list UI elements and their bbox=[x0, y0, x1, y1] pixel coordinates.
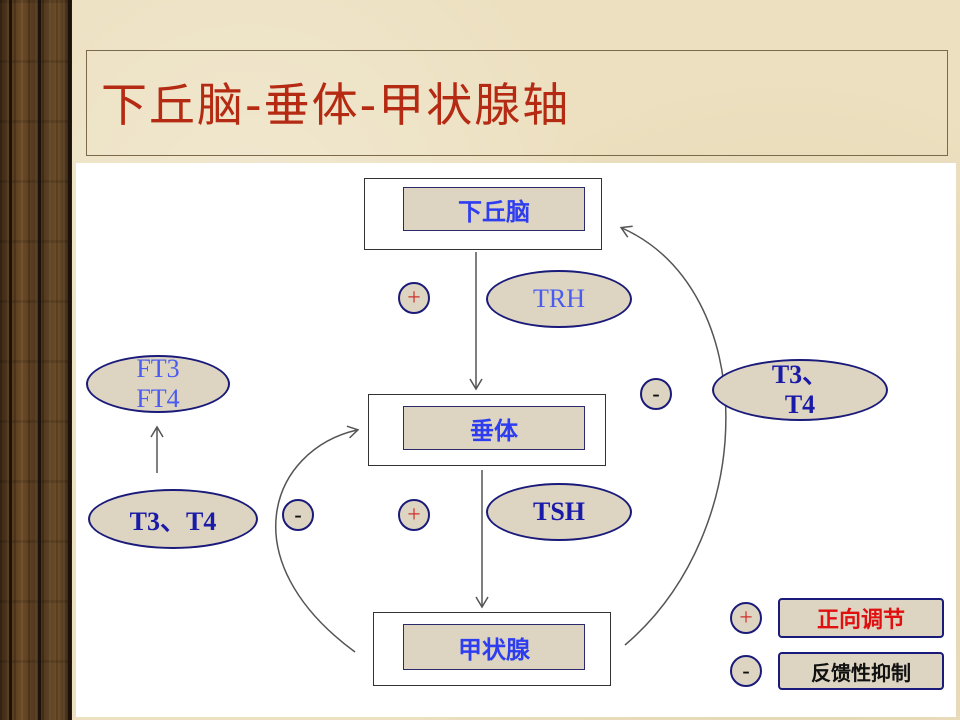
minus-sign-right: - bbox=[640, 378, 672, 410]
legend-negative: 反馈性抑制 bbox=[778, 652, 944, 690]
title-box: 下丘脑-垂体-甲状腺轴 bbox=[86, 50, 948, 156]
feedback-curve-left bbox=[274, 425, 360, 653]
feedback-curve-right bbox=[619, 225, 727, 646]
legend-positive-label: 正向调节 bbox=[816, 608, 905, 633]
t3-t4-left-ellipse: T3、T4 bbox=[88, 489, 258, 549]
t3-t4-left-label: T3、T4 bbox=[129, 506, 217, 536]
tsh-label: TSH bbox=[532, 497, 586, 526]
legend-minus-icon: - bbox=[730, 655, 762, 687]
minus-sign-left: - bbox=[282, 499, 314, 531]
plus-sign-trh: + bbox=[398, 282, 430, 314]
tsh-ellipse: TSH bbox=[486, 483, 632, 541]
t4-right-label: T4 bbox=[784, 390, 816, 419]
plus-sign-tsh: + bbox=[398, 499, 430, 531]
t3-right-label: T3、 bbox=[771, 360, 829, 389]
legend-positive: 正向调节 bbox=[778, 598, 944, 638]
legend-plus-icon: + bbox=[730, 602, 762, 634]
legend-negative-label: 反馈性抑制 bbox=[811, 660, 911, 685]
wood-border bbox=[0, 0, 72, 720]
hypothalamus-label: 下丘脑 bbox=[403, 187, 585, 231]
ft3-ft4-ellipse: FT3 FT4 bbox=[86, 354, 230, 413]
ft4-label: FT4 bbox=[136, 384, 180, 413]
t3-t4-right-ellipse: T3、 T4 bbox=[712, 359, 888, 421]
pituitary-label: 垂体 bbox=[403, 406, 585, 450]
slide-title: 下丘脑-垂体-甲状腺轴 bbox=[101, 78, 571, 132]
ft3-label: FT3 bbox=[136, 354, 180, 383]
trh-label: TRH bbox=[533, 284, 585, 313]
thyroid-label: 甲状腺 bbox=[403, 624, 585, 670]
trh-ellipse: TRH bbox=[486, 270, 632, 328]
